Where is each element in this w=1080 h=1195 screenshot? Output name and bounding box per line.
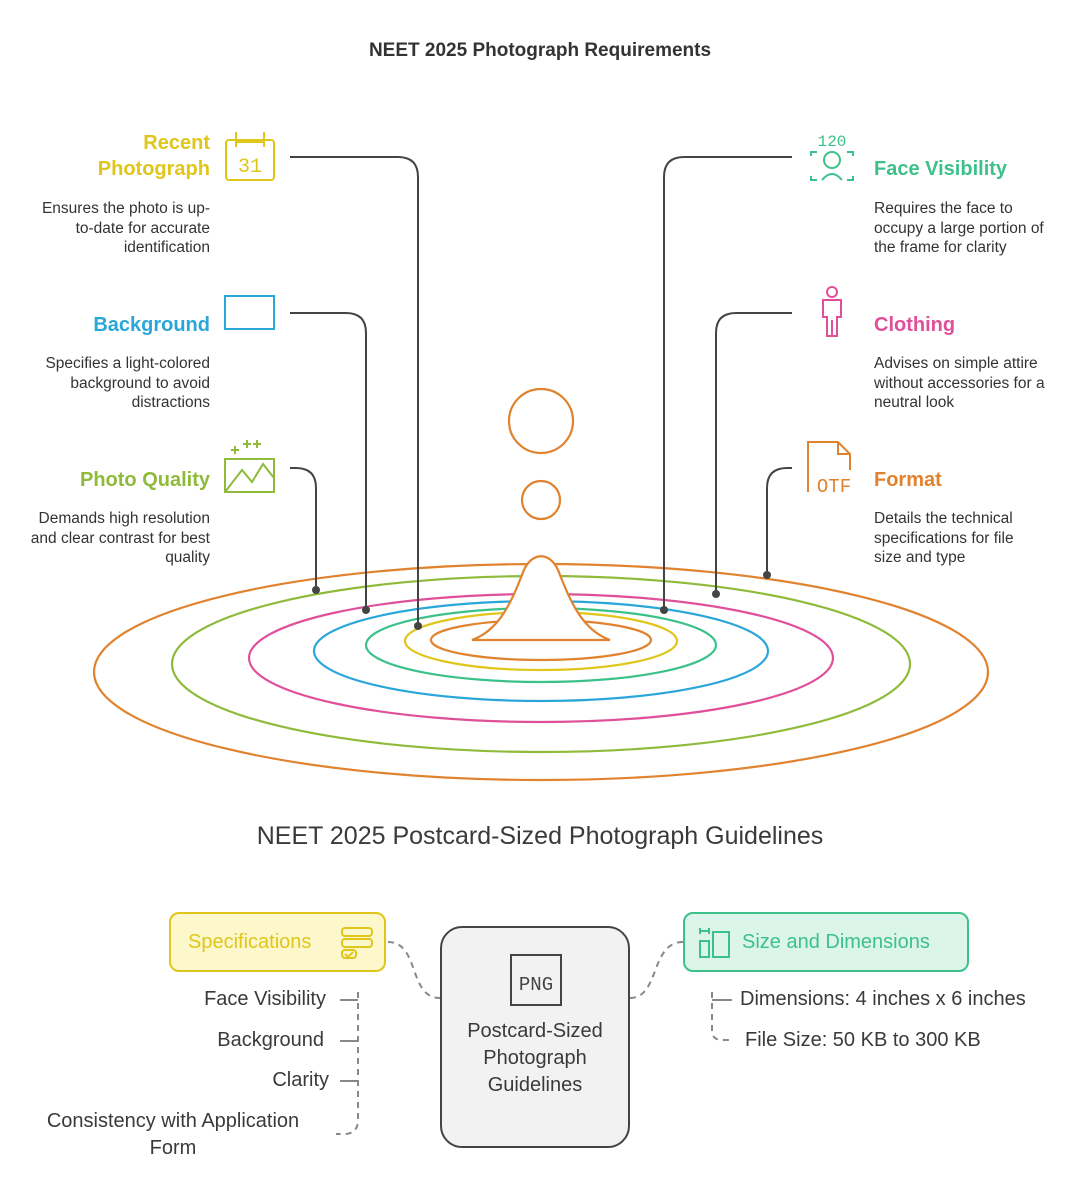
center-label: Postcard-Sized Photograph Guidelines [467,1020,603,1096]
guidelines-connectors [336,941,732,1135]
heading-photo-quality: Photo Quality [80,469,210,491]
spec-item-clarity: Clarity [272,1069,329,1091]
connector-dot [414,622,422,630]
person-icon [822,286,842,337]
water-drop-small [520,479,562,521]
size-dimensions-pill: Size and Dimensions [683,912,969,972]
connector-specifications [387,941,441,999]
heading-format: Format [874,469,942,491]
connector-dot [712,590,720,598]
png-file-icon-label: PNG [519,974,553,996]
otf-file-icon [807,441,851,492]
spec-item-face-visibility: Face Visibility [204,988,326,1010]
diagram1-title: NEET 2025 Photograph Requirements [368,40,712,61]
heading-face-visibility: Face Visibility [874,158,1008,180]
specifications-pill: Specifications [169,912,386,972]
connector-photo-quality [290,467,317,590]
face-scan-icon [810,151,854,181]
size-item-dimensions: Dimensions: 4 inches x 6 inches [740,988,1026,1010]
connector-dot [362,606,370,614]
image-sparkle-icon [224,440,275,493]
rectangle-icon [224,295,275,330]
connector-recent-photograph [290,156,419,626]
connector-format [766,467,792,575]
desc-background: Specifies a light-colored background to … [45,355,210,411]
resize-icon [699,928,730,958]
calendar-icon-day: 31 [238,156,262,179]
connector-dot [660,606,668,614]
connector-face-visibility [663,156,792,610]
list-check-icon [341,927,373,959]
spec-item-consistency: Consistency with Application Form [46,1110,300,1159]
spec-branch-line [336,992,359,1135]
connector-size-dimensions [629,941,684,999]
otf-file-icon-label: OTF [817,476,851,498]
desc-clothing: Advises on simple attire without accesso… [874,355,1045,411]
ripple-diagram: 31 120 OTF [92,132,990,782]
spec-item-background: Background [217,1029,324,1051]
connector-dot [763,571,771,579]
face-scan-icon-label: 120 [818,133,847,151]
png-file-icon: PNG [510,954,562,1006]
desc-photo-quality: Demands high resolution and clear contra… [30,510,210,566]
desc-face-visibility: Requires the face to occupy a large port… [874,200,1044,256]
center-guidelines-box: PNG Postcard-Sized Photograph Guidelines [440,926,630,1148]
specifications-label: Specifications [188,930,312,953]
desc-format: Details the technical specifications for… [874,510,1014,566]
size-branch-line [711,992,732,1041]
desc-recent-photograph: Ensures the photo is up-to-date for accu… [41,200,210,256]
water-drop-splash [471,555,611,642]
water-drop-large [507,387,575,455]
heading-clothing: Clothing [874,314,956,336]
connector-clothing [715,312,792,594]
size-item-file-size: File Size: 50 KB to 300 KB [745,1029,981,1051]
diagram2-title: NEET 2025 Postcard-Sized Photograph Guid… [256,822,824,850]
size-dimensions-label: Size and Dimensions [742,930,930,953]
calendar-icon [225,132,275,181]
connector-background [290,312,367,610]
connector-dot [312,586,320,594]
heading-background: Background [93,314,210,336]
